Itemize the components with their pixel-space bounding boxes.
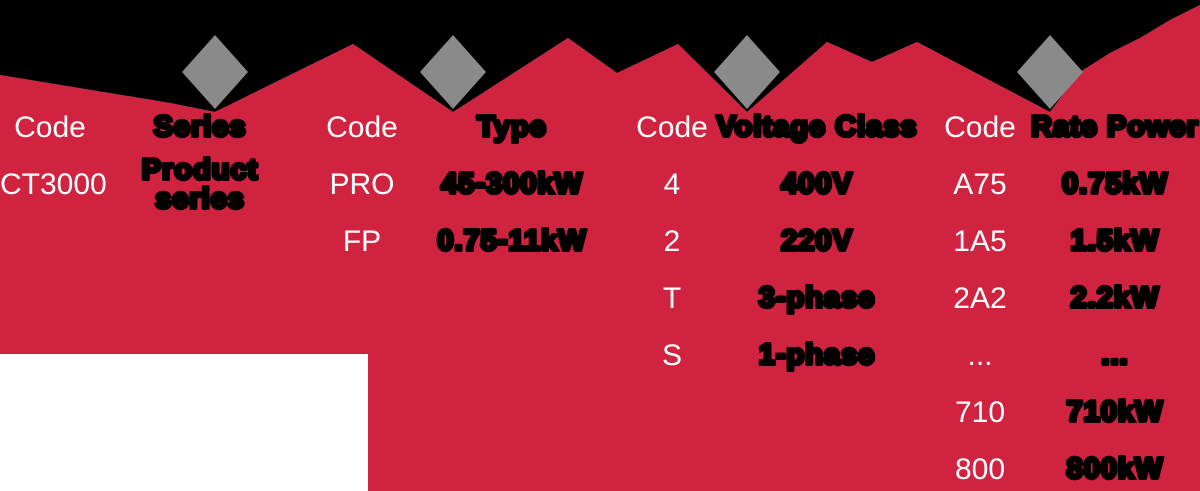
- voltage-row-t: T 3-phase: [630, 270, 920, 327]
- type-header-row: Code Type: [320, 99, 620, 156]
- power-row-ellipsis: ... ...: [930, 327, 1200, 384]
- power-value-a75: 0.75kW: [1060, 168, 1168, 201]
- type-code-pro: PRO: [329, 167, 395, 201]
- rate-power-table: Code Rate Power A75 0.75kW 1A5 1.5kW 2A2…: [930, 99, 1200, 491]
- power-row-a75: A75 0.75kW: [930, 156, 1200, 213]
- series-value-ct3000: Product series: [140, 153, 259, 215]
- series-table: Code Series CT3000 Product series: [0, 99, 300, 215]
- voltage-row-s: S 1-phase: [630, 327, 920, 384]
- power-code-a75: A75: [953, 167, 1007, 201]
- series-row-ct3000: CT3000 Product series: [0, 153, 300, 215]
- power-value-1a5: 1.5kW: [1069, 225, 1160, 258]
- power-code-ellipsis: ...: [967, 338, 993, 372]
- power-code-header: Code: [944, 110, 1016, 144]
- type-row-pro: PRO 45-300kW: [320, 156, 620, 213]
- rate-power-pointer-diamond: [1017, 35, 1083, 109]
- type-code-fp: FP: [342, 224, 382, 258]
- power-value-ellipsis: ...: [1100, 339, 1130, 372]
- type-code-header: Code: [326, 110, 398, 144]
- red-panel: [0, 5, 1200, 491]
- voltage-class-table: Code Voltage Class 4 400V 2 220V T 3-pha…: [630, 99, 920, 384]
- power-header-row: Code Rate Power: [930, 99, 1200, 156]
- series-pointer-diamond: [182, 35, 248, 109]
- power-value-800: 800kW: [1065, 453, 1164, 486]
- voltage-header-label: Voltage Class: [715, 111, 919, 144]
- type-header-label: Type: [475, 111, 547, 144]
- power-code-800: 800: [954, 452, 1006, 486]
- type-value-pro: 45-300kW: [439, 168, 583, 201]
- voltage-header-row: Code Voltage Class: [630, 99, 920, 156]
- series-header-label: Series: [152, 111, 248, 144]
- power-code-2a2: 2A2: [953, 281, 1007, 315]
- voltage-value-s: 1-phase: [757, 339, 876, 372]
- voltage-code-header: Code: [636, 110, 708, 144]
- power-row-2a2: 2A2 2.2kW: [930, 270, 1200, 327]
- voltage-code-s: S: [661, 338, 682, 372]
- power-code-710: 710: [954, 395, 1006, 429]
- power-row-800: 800 800kW: [930, 441, 1200, 491]
- power-code-1a5: 1A5: [953, 224, 1007, 258]
- voltage-class-pointer-diamond: [714, 35, 780, 109]
- voltage-value-t: 3-phase: [757, 282, 876, 315]
- voltage-value-2: 220V: [779, 225, 853, 258]
- type-pointer-diamond: [420, 35, 486, 109]
- voltage-row-4: 4 400V: [630, 156, 920, 213]
- voltage-code-t: T: [662, 281, 682, 315]
- power-row-710: 710 710kW: [930, 384, 1200, 441]
- series-code-ct3000: CT3000: [0, 167, 107, 201]
- type-value-fp: 0.75-11kW: [436, 225, 588, 258]
- type-table: Code Type PRO 45-300kW FP 0.75-11kW: [320, 99, 620, 270]
- power-value-2a2: 2.2kW: [1069, 282, 1160, 315]
- power-header-label: Rate Power: [1029, 111, 1199, 144]
- type-row-fp: FP 0.75-11kW: [320, 213, 620, 270]
- series-header-row: Code Series: [0, 99, 300, 156]
- voltage-code-4: 4: [663, 167, 681, 201]
- voltage-code-2: 2: [663, 224, 681, 258]
- voltage-row-2: 2 220V: [630, 213, 920, 270]
- model-title-cropped-text: [0, 0, 1200, 112]
- power-value-710: 710kW: [1065, 396, 1164, 429]
- series-code-header: Code: [14, 110, 86, 144]
- voltage-value-4: 400V: [779, 168, 853, 201]
- power-row-1a5: 1A5 1.5kW: [930, 213, 1200, 270]
